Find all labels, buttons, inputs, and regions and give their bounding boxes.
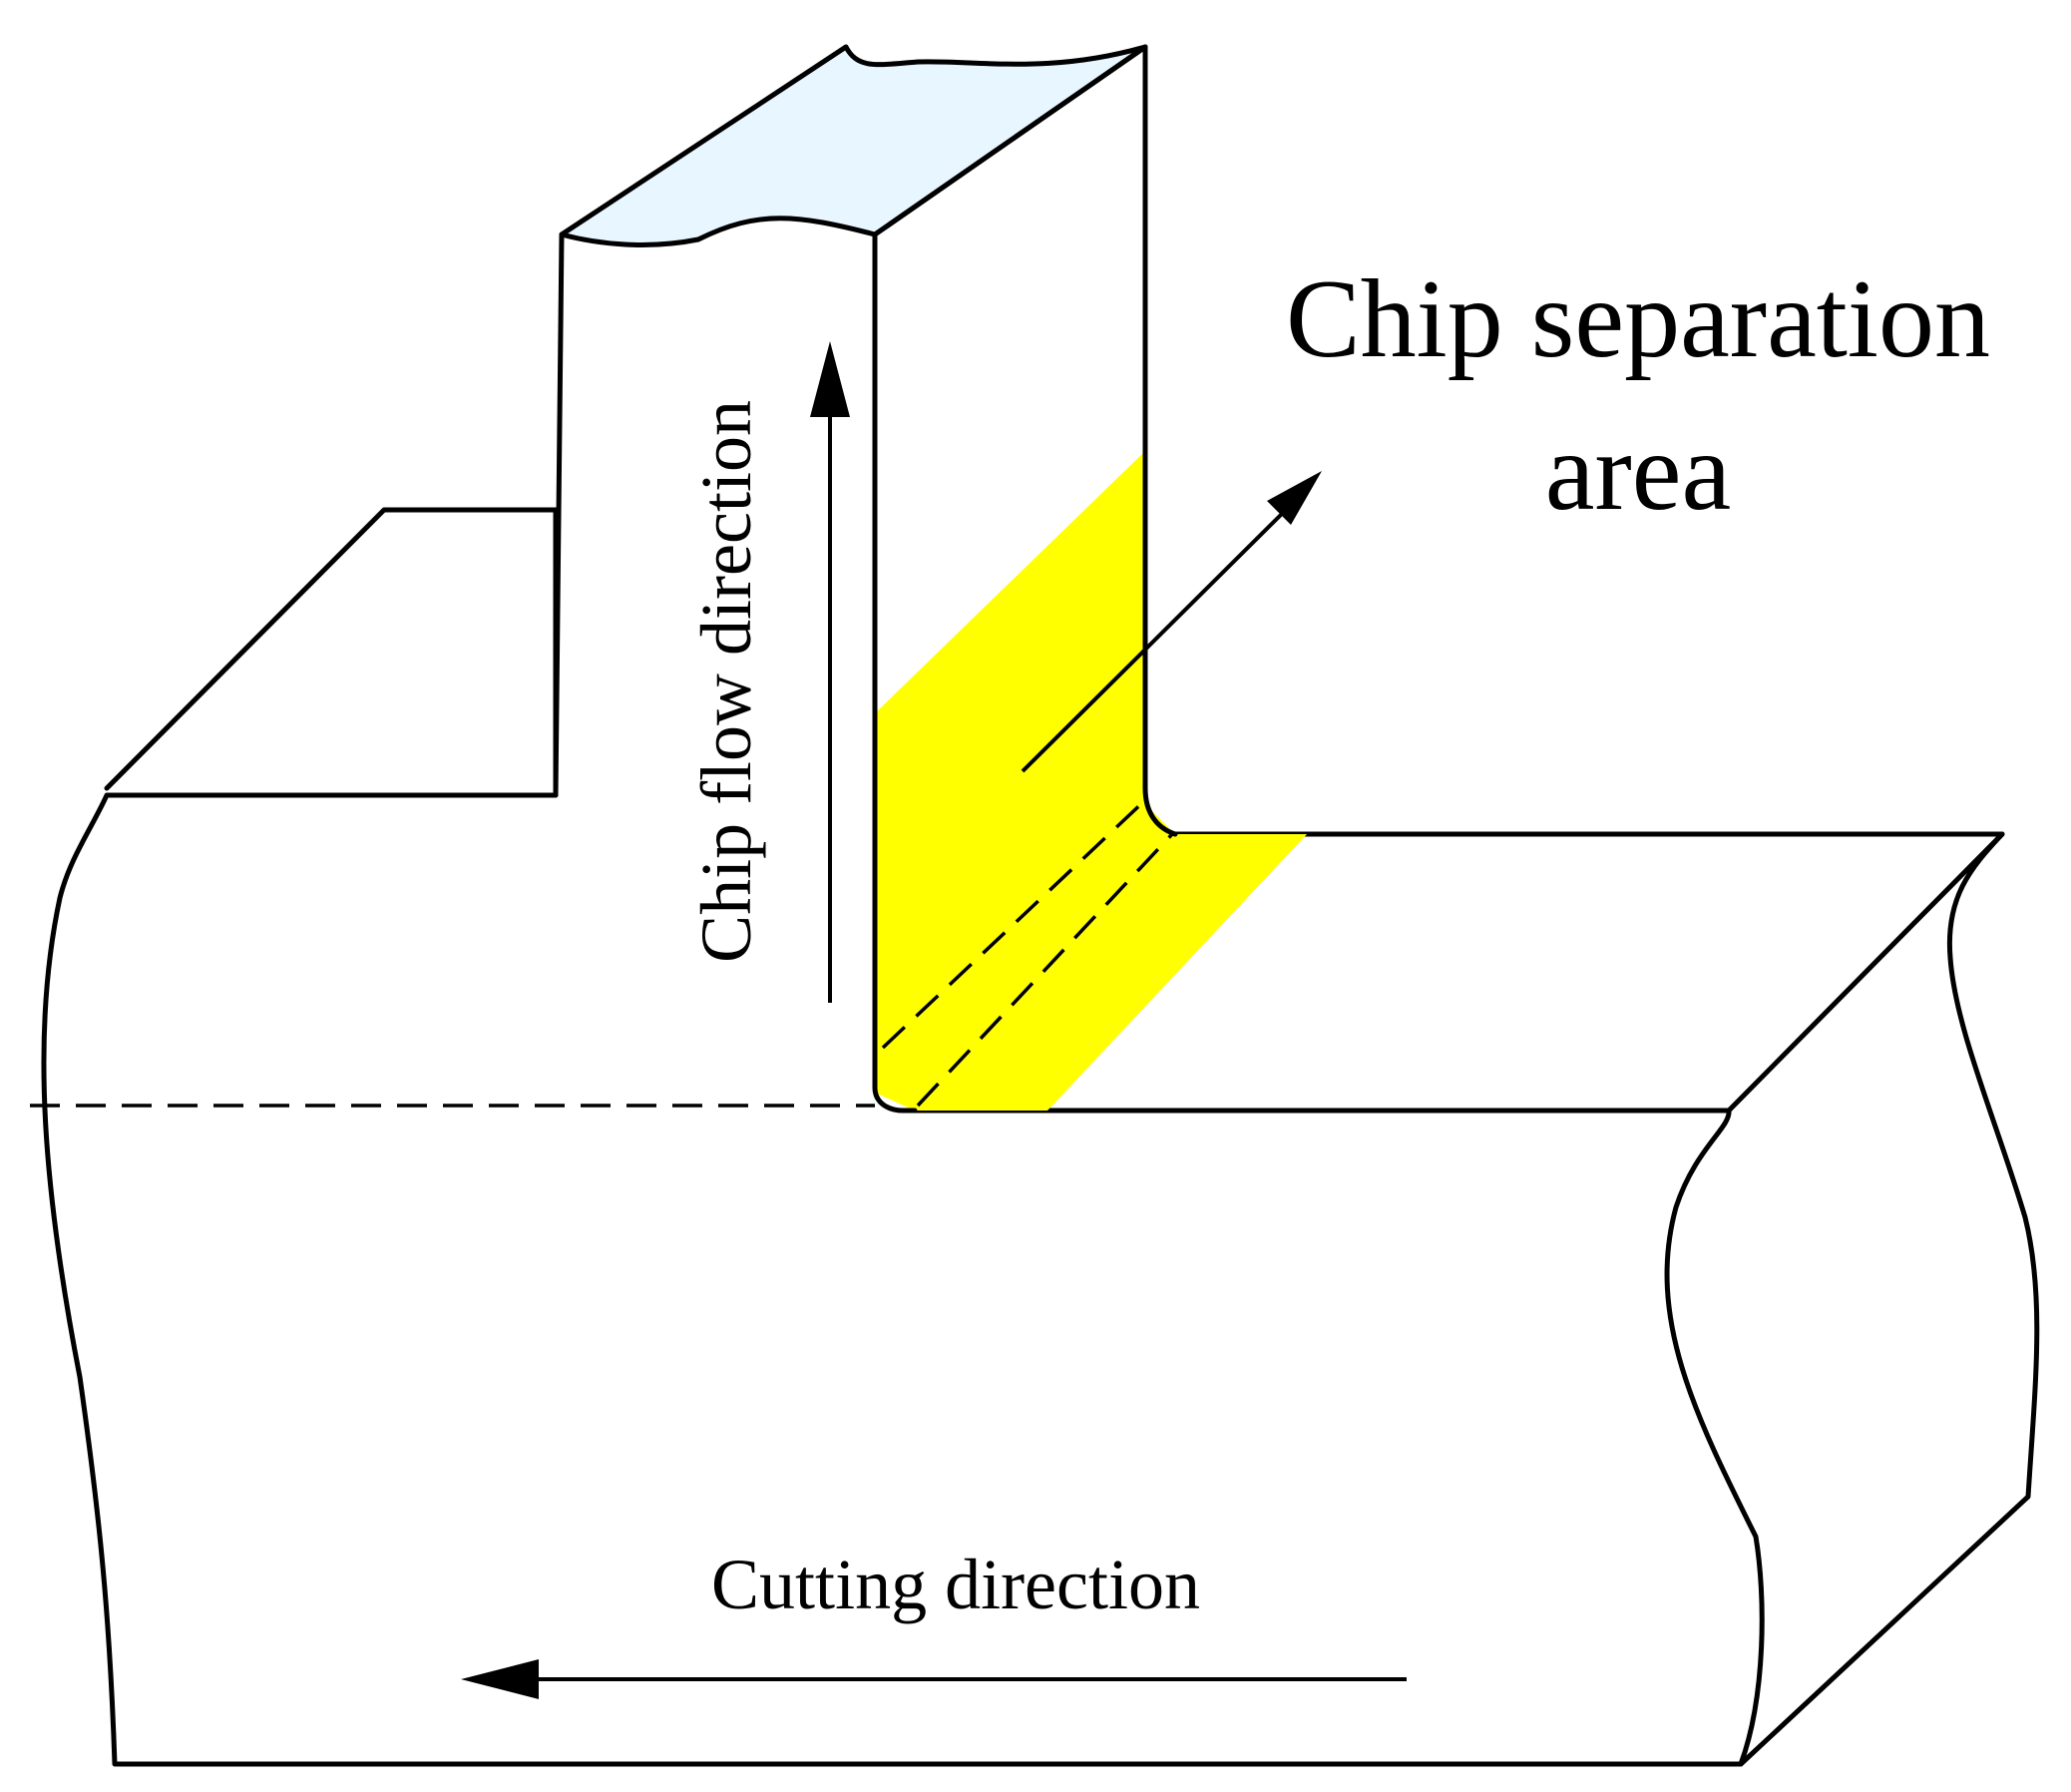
separation-area-shear: [875, 451, 1307, 1108]
workpiece-right-face: [1738, 831, 2040, 1767]
hidden-edge-2: [916, 832, 1174, 1108]
cutting-arrow-head: [461, 1659, 539, 1699]
tool-right-face: [1142, 44, 1178, 837]
tool-front-face: [872, 231, 918, 1114]
label-chip-separation-line2: area: [1545, 410, 1731, 534]
workpiece-top-surface: [1172, 831, 2005, 1114]
label-chip-flow: Chip flow direction: [686, 400, 766, 963]
tool-top-edge: [872, 44, 1148, 237]
tool-left-face: [553, 231, 565, 798]
tool-top-face: [559, 44, 1148, 247]
label-cutting: Cutting direction: [711, 1545, 1200, 1624]
separation-arrow-head: [1267, 471, 1322, 525]
chip-flow-arrow-head: [810, 341, 850, 417]
workpiece-left-block: [104, 507, 559, 791]
label-chip-separation-line1: Chip separation: [1286, 257, 1990, 381]
hidden-edge-1: [881, 796, 1149, 1050]
separation-arrow-shaft: [1021, 507, 1289, 773]
